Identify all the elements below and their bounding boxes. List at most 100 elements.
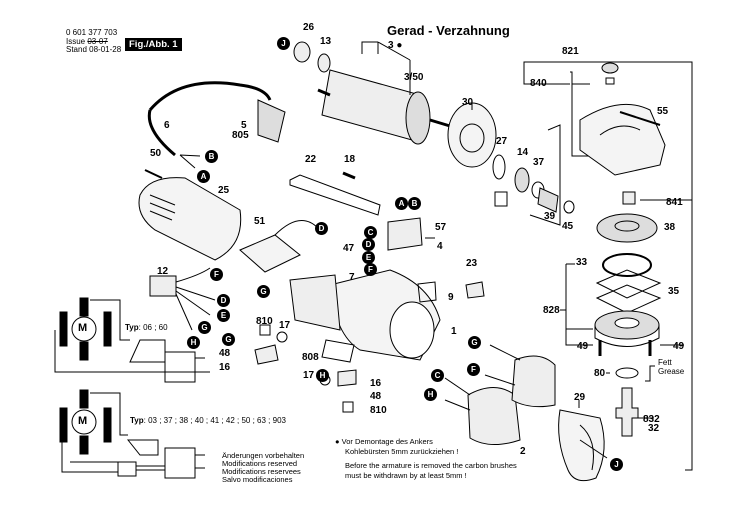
modifications-notice: Änderungen vorbehalten Modifications res… xyxy=(222,452,304,484)
part-label-32: 32 xyxy=(648,423,660,434)
part-label-808: 808 xyxy=(302,352,319,363)
issue-stand-block: Issue 03-07 Stand 08-01-28 xyxy=(66,38,121,54)
part-label-12: 12 xyxy=(157,266,169,277)
part-label-55: 55 xyxy=(657,106,669,117)
fan-30 xyxy=(447,102,497,168)
connector-marker-g-810: G xyxy=(222,333,235,346)
part-label-17-upper: 17 xyxy=(279,320,291,331)
part-label-810-upper: 810 xyxy=(256,316,273,327)
brush-holder-16a xyxy=(254,344,279,365)
grease-label-de: Fett xyxy=(658,358,672,367)
issue-label: Issue xyxy=(66,37,86,46)
disassembly-note: ● Vor Demontage des Ankers Kohlebürsten … xyxy=(335,437,517,481)
field-2b xyxy=(511,355,556,408)
power-cord-6 xyxy=(148,81,272,111)
part-label-840: 840 xyxy=(530,78,547,89)
washer-80 xyxy=(615,367,639,379)
connector-marker-b-cord: B xyxy=(205,150,218,163)
connector-marker-j-top: J xyxy=(277,37,290,50)
connector-marker-h-12: H xyxy=(187,336,200,349)
wiring-diagram-1 xyxy=(54,297,210,383)
part-label-26: 26 xyxy=(303,22,315,33)
part-label-50: 50 xyxy=(150,148,162,159)
pinion-39 xyxy=(537,187,559,213)
part-label-16-lower: 16 xyxy=(370,378,382,389)
gear-housing xyxy=(579,103,666,176)
diagram-title: Gerad - Verzahnung xyxy=(387,23,510,38)
plate-808 xyxy=(321,339,355,363)
part-label-37: 37 xyxy=(533,157,545,168)
connector-marker-h-field: H xyxy=(424,388,437,401)
connector-marker-e-switch: E xyxy=(362,251,375,264)
connector-marker-f-12: F xyxy=(210,268,223,281)
part-label-80: 80 xyxy=(594,368,606,379)
ring-27 xyxy=(492,154,506,180)
part-label-14: 14 xyxy=(517,147,529,158)
connector-marker-h-17: H xyxy=(316,369,329,382)
note-de-line1: Vor Demontage des Ankers xyxy=(341,437,433,446)
modification-line: Änderungen vorbehalten xyxy=(222,451,305,460)
modification-line: Salvo modificaciones xyxy=(222,475,293,484)
connector-marker-d-12: D xyxy=(217,294,230,307)
part-label-57: 57 xyxy=(435,222,447,233)
brush-810a xyxy=(259,324,271,336)
end-shield xyxy=(289,274,341,331)
note-de-line2: Kohlebürsten 5mm zurückziehen ! xyxy=(345,447,459,456)
spring-17a xyxy=(276,331,288,343)
connector-marker-e-12: E xyxy=(217,309,230,322)
part-label-30: 30 xyxy=(462,97,474,108)
type-list-2: Typ: 03 ; 37 ; 38 ; 40 ; 41 ; 42 ; 50 ; … xyxy=(130,416,286,425)
part-label-4: 4 xyxy=(437,241,443,252)
part-label-7: 7 xyxy=(349,272,355,283)
note-en-line2: must be withdrawn by at least 5mm ! xyxy=(345,471,467,480)
part-label-25: 25 xyxy=(218,185,230,196)
bullet-icon: ● xyxy=(335,437,340,446)
motor-symbol-2: M xyxy=(78,415,88,427)
connector-marker-f-field: F xyxy=(467,363,480,376)
part-label-828: 828 xyxy=(543,305,560,316)
part-label-45: 45 xyxy=(562,221,574,232)
modification-line: Modifications reservees xyxy=(222,467,301,476)
screw-55 xyxy=(619,111,661,126)
grease-label-en: Grease xyxy=(658,367,685,376)
figure-label: Fig./Abb. 1 xyxy=(125,38,182,51)
part-number: 0 601 377 703 xyxy=(66,28,118,37)
connector-marker-c-switch: C xyxy=(364,226,377,239)
note-en-line1: Before the armature is removed the carbo… xyxy=(345,461,517,470)
part-label-49-left: 49 xyxy=(577,341,589,352)
bearing-13 xyxy=(317,53,331,73)
stand-value: 08-01-28 xyxy=(89,45,122,54)
part-label-9: 9 xyxy=(448,292,454,303)
connector-marker-g-51: G xyxy=(257,285,270,298)
part-label-1: 1 xyxy=(451,326,457,337)
part-label-18: 18 xyxy=(344,154,356,165)
part-label-821: 821 xyxy=(562,46,579,57)
part-label-49-right: 49 xyxy=(673,341,685,352)
part-label-33: 33 xyxy=(576,257,588,268)
bearing-26 xyxy=(293,41,311,63)
type-list-1: Typ: 06 ; 60 xyxy=(125,323,168,332)
part-label-17-lower: 17 xyxy=(303,370,315,381)
motor-symbol-1: M xyxy=(78,322,88,334)
connector-marker-a-switch: A xyxy=(395,197,408,210)
part-label-38: 38 xyxy=(664,222,676,233)
part-label-3: 3 ● xyxy=(388,40,403,51)
connector-marker-j-guard: J xyxy=(610,458,623,471)
part-label-6: 6 xyxy=(164,120,170,131)
bevel-gear-38 xyxy=(596,213,658,243)
part-label-5: 5 xyxy=(241,120,247,131)
cover-25 xyxy=(138,177,242,261)
spring-18 xyxy=(342,171,356,180)
connector-marker-b-switch: B xyxy=(408,197,421,210)
part-label-16-upper: 16 xyxy=(219,362,231,373)
part-label-35: 35 xyxy=(668,286,680,297)
part-label-48-lower: 48 xyxy=(370,391,382,402)
connector-marker-d-switch: D xyxy=(362,238,375,251)
plate-35b xyxy=(595,284,662,314)
part-label-810-lower: 810 xyxy=(370,405,387,416)
nut-45 xyxy=(563,200,575,214)
connector-marker-a-cord: A xyxy=(197,170,210,183)
bearing-14 xyxy=(514,167,530,193)
switch-4 xyxy=(387,217,423,251)
